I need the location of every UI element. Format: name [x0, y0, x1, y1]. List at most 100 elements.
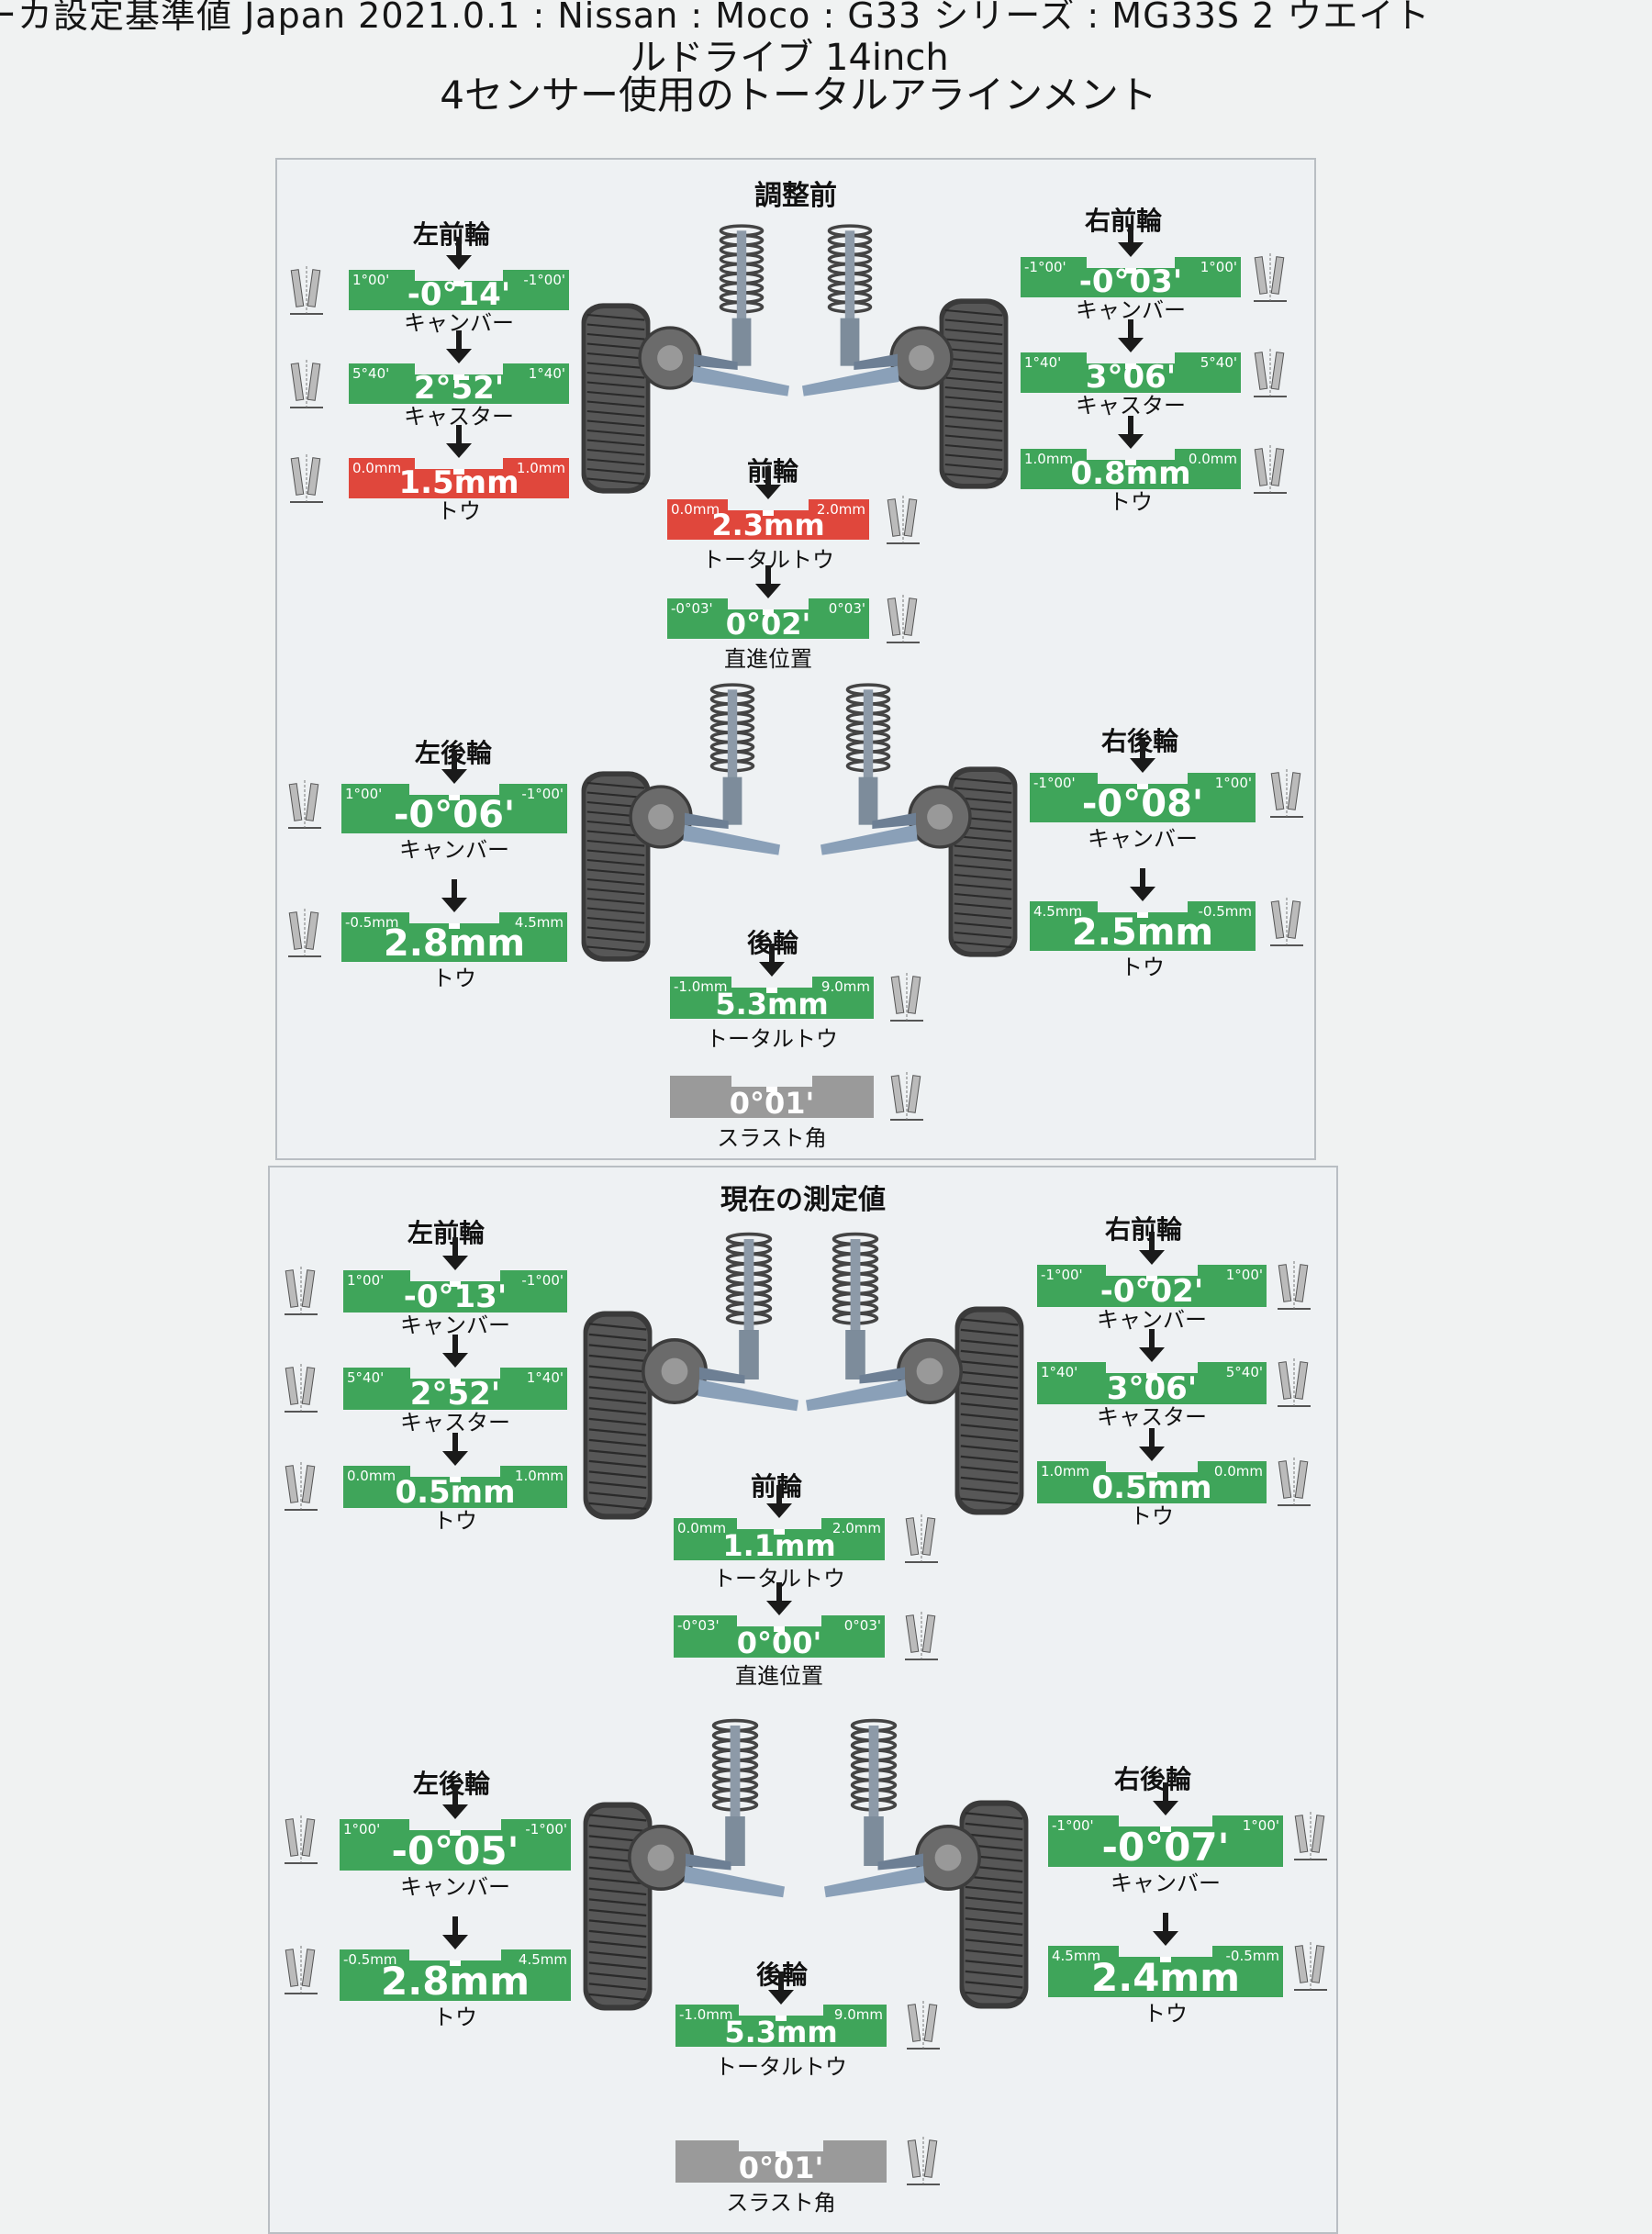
fr-toe-diagram-icon — [1254, 445, 1287, 494]
gauge-center-mark — [1146, 1276, 1157, 1281]
gauge-min-limit: 1°00' — [352, 272, 390, 288]
gauge-value: -0°13' — [403, 1279, 508, 1315]
gauge-bar — [341, 795, 567, 833]
gauge-max-limit: 0°03' — [828, 600, 865, 617]
gauge-notch — [812, 977, 874, 989]
wheel-label-fl: 左前輪 — [407, 1218, 486, 1248]
straight-gauge: -0°03'0°03'0°00' — [674, 1615, 885, 1658]
rl-camber-gauge: 1°00'-1°00'-0°05' — [340, 1819, 571, 1871]
rl-toe-diagram-icon — [285, 1946, 318, 1994]
gauge-max-limit: 0.0mm — [1213, 1463, 1263, 1480]
rear-total-toe-diagram-icon — [907, 2001, 940, 2050]
gauge-bar — [1030, 784, 1256, 822]
gauge-notch — [1198, 1461, 1267, 1474]
fr-camber-diagram-icon — [1278, 1261, 1311, 1310]
gauge-notch — [499, 1270, 567, 1283]
thrust-gauge: 0°01' — [670, 1076, 874, 1118]
gauge-notch — [501, 1819, 571, 1832]
gauge-caption: キャンバー — [399, 837, 509, 863]
gauge-value: 3°06' — [1106, 1370, 1198, 1407]
gauge-notch — [667, 598, 728, 611]
gauge-notch — [1037, 1265, 1106, 1278]
gauge-notch — [1021, 449, 1087, 462]
fl-toe-diagram-icon — [290, 454, 323, 503]
gauge-max-limit: 5°40' — [1200, 354, 1237, 371]
gauge-center-mark — [450, 1830, 461, 1836]
front-right-suspension — [806, 1232, 963, 1412]
straight-gauge: -0°03'0°03'0°02' — [667, 598, 869, 639]
gauge-max-limit: -0.5mm — [1198, 903, 1253, 920]
gauge-min-limit: 0.0mm — [352, 460, 402, 476]
fr-caster-diagram-icon — [1254, 349, 1287, 397]
gauge-center-mark — [776, 2016, 787, 2021]
gauge-min-limit: -0°03' — [677, 1617, 720, 1634]
gauge-value: 0°01' — [738, 2150, 824, 2185]
gauge-notch — [1037, 1362, 1106, 1375]
rr-camber-gauge: -1°00'1°00'-0°08' — [1030, 773, 1256, 822]
gauge-notch — [1048, 1815, 1119, 1828]
wheel-label-rl: 左後輪 — [413, 1769, 491, 1799]
gauge-center-mark — [1137, 912, 1148, 918]
gauge-notch — [1212, 1815, 1283, 1828]
gauge-center-mark — [1146, 1472, 1157, 1478]
rear-left-suspension — [628, 1718, 785, 1898]
fr-camber-diagram-icon — [1254, 253, 1287, 302]
gauge-notch — [809, 499, 869, 512]
gauge-notch — [343, 1270, 411, 1283]
fr-camber-gauge: -1°00'1°00'-0°03' — [1021, 257, 1241, 297]
rr-toe-diagram-icon — [1270, 898, 1303, 946]
front-right-suspension — [802, 224, 954, 397]
gauge-caption: トウ — [1144, 2001, 1188, 2027]
gauge-caption: キャンバー — [1088, 826, 1198, 852]
gauge-notch — [675, 2140, 739, 2153]
gauge-notch — [821, 1615, 885, 1628]
front-left-tire — [583, 1311, 653, 1520]
gauge-max-limit: -1°00' — [525, 1821, 567, 1837]
straight-diagram-icon — [887, 595, 920, 643]
gauge-bar — [1048, 1957, 1283, 1997]
gauge-caption: トータルトウ — [715, 2054, 847, 2080]
gauge-min-limit: 1°40' — [1041, 1364, 1078, 1380]
gauge-notch — [812, 1076, 874, 1089]
gauge-notch — [341, 912, 409, 925]
gauge-min-limit: 5°40' — [347, 1369, 385, 1386]
gauge-center-mark — [1125, 268, 1136, 274]
gauge-notch — [674, 1518, 737, 1531]
thrust-diagram-icon — [890, 1072, 923, 1121]
gauge-min-limit: 0.0mm — [347, 1468, 396, 1484]
gauge-min-limit: -0°03' — [671, 600, 713, 617]
gauge-caption: スラスト角 — [726, 2190, 836, 2216]
gauge-caption: トウ — [433, 2005, 477, 2030]
fl-camber-gauge: 1°00'-1°00'-0°13' — [343, 1270, 567, 1312]
gauge-min-limit: -0.5mm — [345, 914, 399, 931]
front-left-suspension — [642, 1232, 798, 1412]
gauge-max-limit: 4.5mm — [514, 914, 564, 931]
wheel-label-fl: 左前輪 — [413, 219, 491, 250]
gauge-center-mark — [763, 510, 774, 516]
gauge-notch — [341, 784, 409, 797]
gauge-min-limit: -1°00' — [1041, 1267, 1083, 1283]
gauge-notch — [1175, 449, 1241, 462]
gauge-caption: キャスター — [400, 1410, 510, 1435]
gauge-caption: トウ — [1130, 1503, 1174, 1529]
gauge-center-mark — [450, 1379, 461, 1384]
gauge-center-mark — [449, 795, 460, 800]
gauge-value: 2°52' — [409, 1376, 501, 1413]
wheel-label-front: 前輪 — [747, 456, 799, 486]
gauge-notch — [675, 2005, 739, 2017]
gauge-value: 0.5mm — [395, 1474, 516, 1511]
fl-camber-diagram-icon — [285, 1267, 318, 1315]
gauge-value: -0°06' — [393, 794, 516, 836]
gauge-min-limit: -0.5mm — [343, 1951, 397, 1968]
thrust-gauge: 0°01' — [675, 2140, 887, 2183]
gauge-bar — [340, 1960, 571, 2001]
gauge-caption: キャンバー — [1111, 1871, 1221, 1896]
